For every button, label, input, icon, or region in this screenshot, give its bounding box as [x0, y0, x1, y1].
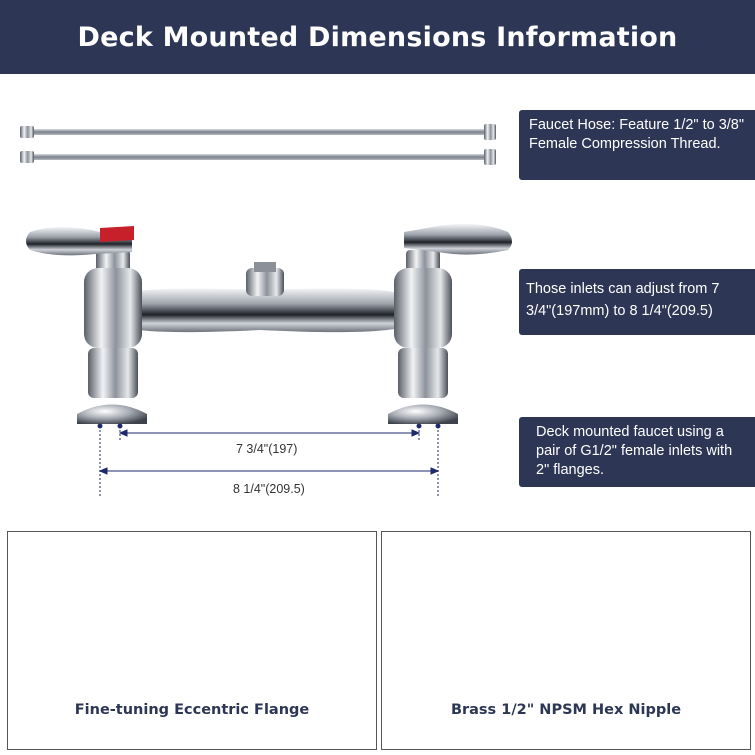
nipple-caption: Brass 1/2" NPSM Hex Nipple	[450, 702, 682, 718]
nipple-panel: Brass 1/2" NPSM Hex Nipple	[381, 531, 751, 750]
inner-dimension-label: 7 3/4"(197)	[236, 442, 298, 456]
flange-panel: Fine-tuning Eccentric Flange	[7, 531, 377, 750]
flange-caption: Fine-tuning Eccentric Flange	[74, 702, 310, 718]
inlet-callout: Those inlets can adjust from 7 3/4"(197m…	[519, 269, 755, 335]
deck-callout: Deck mounted faucet using a pair of G1/2…	[519, 417, 755, 487]
hose-callout: Faucet Hose: Feature 1/2" to 3/8" Female…	[519, 110, 755, 180]
faucet	[26, 224, 512, 424]
outer-dimension-label: 8 1/4"(209.5)	[233, 482, 305, 496]
hose-1	[20, 124, 496, 140]
dimension-lines	[97, 423, 441, 498]
hose-2	[20, 149, 496, 165]
page-title: Deck Mounted Dimensions Information	[77, 21, 678, 53]
title-banner: Deck Mounted Dimensions Information	[0, 0, 755, 74]
